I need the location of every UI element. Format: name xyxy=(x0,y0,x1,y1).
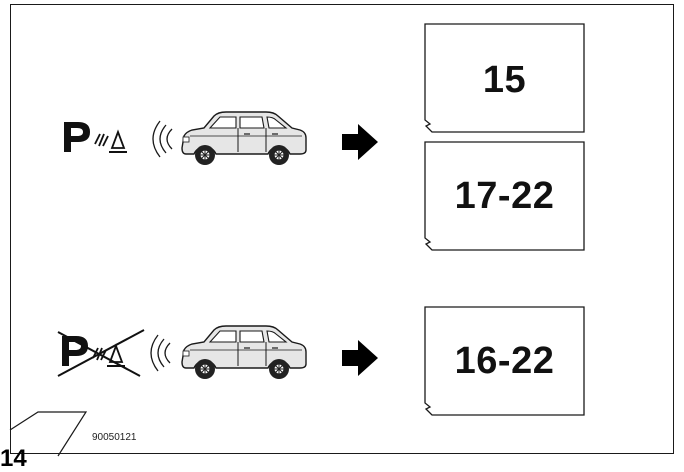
sound-waves-icon xyxy=(150,334,171,372)
page-reference-box: 16-22 xyxy=(425,307,584,415)
car-icon xyxy=(181,111,307,166)
page-reference: 17-22 xyxy=(454,175,555,217)
sound-waves-icon xyxy=(152,120,173,158)
page-reference-box: 17-22 xyxy=(425,142,584,250)
page-box-outline xyxy=(424,23,585,416)
figure-code: 90050121 xyxy=(92,432,137,443)
page-corner-tab xyxy=(9,411,88,457)
page-reference: 15 xyxy=(482,59,527,101)
figure-illustration xyxy=(9,23,585,457)
arrow-right-icon xyxy=(342,340,378,376)
corner-page-number: 14 xyxy=(0,445,27,472)
parking-sensor-symbol xyxy=(63,121,128,153)
page-reference-box: 15 xyxy=(425,24,584,132)
arrow-right-icon xyxy=(342,124,378,160)
parking-sensor-symbol-crossed xyxy=(57,329,145,377)
car-icon xyxy=(181,325,307,380)
page-reference: 16-22 xyxy=(454,340,555,382)
